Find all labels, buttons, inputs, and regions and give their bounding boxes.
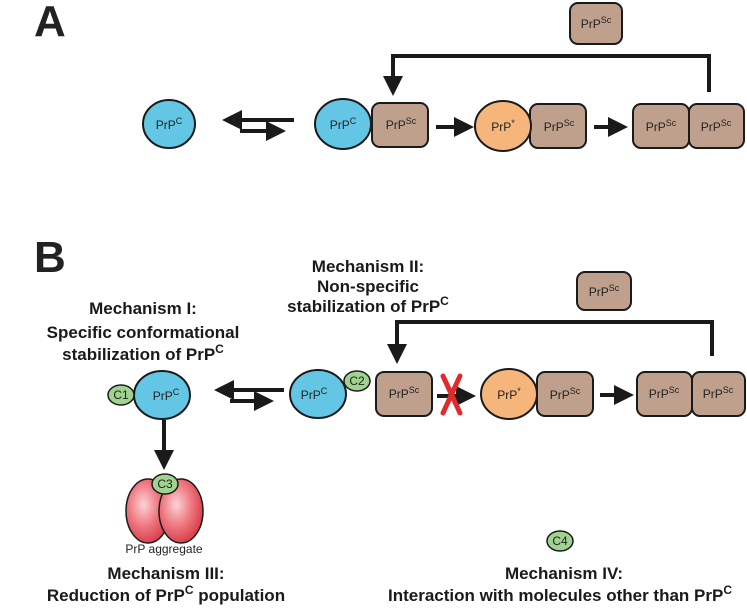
svg-text:PrPSc: PrPSc bbox=[581, 15, 612, 31]
mechanism-3-text: Mechanism III: Reduction of PrPC populat… bbox=[47, 564, 285, 605]
panel-b-prpstar-prpsc-complex: PrP* PrPSc bbox=[480, 368, 594, 420]
compound-c4: C4 bbox=[552, 534, 568, 548]
aggregate-label: PrP aggregate bbox=[125, 542, 202, 556]
svg-text:PrPSc: PrPSc bbox=[703, 385, 734, 401]
svg-text:Reduction of PrPC population: Reduction of PrPC population bbox=[47, 583, 285, 605]
compound-c3: C3 bbox=[157, 477, 173, 491]
svg-text:Specific conformational: Specific conformational bbox=[47, 323, 240, 342]
panel-b-label: B bbox=[34, 233, 66, 282]
svg-text:PrPSc: PrPSc bbox=[589, 283, 620, 299]
panel-a-prpsc-top: PrPSc bbox=[569, 2, 623, 45]
panel-a-label: A bbox=[34, 0, 66, 46]
svg-text:PrPC: PrPC bbox=[153, 387, 180, 403]
mechanism-4-text: Mechanism IV: Interaction with molecules… bbox=[388, 564, 732, 605]
panel-b-prpsc-top: PrPSc bbox=[576, 271, 632, 311]
panel-b-prpc-c2: PrPC C2 bbox=[289, 369, 371, 419]
compound-c2: C2 bbox=[349, 374, 365, 388]
panel-a-prpsc-dimer: PrPSc PrPSc bbox=[632, 103, 745, 149]
mechanism-2-text: Mechanism II: Non-specific stabilization… bbox=[287, 257, 449, 316]
mechanism-1-text: Mechanism I: Specific conformational sta… bbox=[47, 299, 240, 364]
panel-b-equilibrium-arrows bbox=[214, 380, 284, 411]
svg-text:stabilization of PrPC: stabilization of PrPC bbox=[62, 342, 224, 364]
svg-text:Mechanism I:: Mechanism I: bbox=[89, 299, 197, 318]
panel-b-prpsc-dimer: PrPSc PrPSc bbox=[636, 371, 746, 417]
block-x-icon bbox=[440, 373, 463, 416]
svg-text:PrPSc: PrPSc bbox=[550, 386, 581, 402]
svg-text:PrPSc: PrPSc bbox=[544, 118, 575, 134]
svg-text:PrPSc: PrPSc bbox=[386, 116, 417, 132]
panel-a-recruit-bracket bbox=[383, 54, 711, 96]
svg-text:PrP*: PrP* bbox=[491, 118, 515, 134]
svg-text:Non-specific: Non-specific bbox=[317, 277, 419, 296]
panel-b-prpc-c1: PrPC C1 bbox=[107, 370, 191, 420]
svg-text:PrPC: PrPC bbox=[330, 116, 357, 132]
panel-a-prpc-prpsc-complex: PrPC PrPSc bbox=[314, 98, 429, 150]
svg-text:PrPSc: PrPSc bbox=[389, 385, 420, 401]
svg-text:PrPSc: PrPSc bbox=[649, 385, 680, 401]
svg-text:PrPSc: PrPSc bbox=[701, 118, 732, 134]
svg-text:PrPC: PrPC bbox=[156, 116, 183, 132]
svg-text:PrPC: PrPC bbox=[301, 386, 328, 402]
panel-a-prpc: PrPC bbox=[142, 99, 196, 149]
svg-text:Mechanism IV:: Mechanism IV: bbox=[505, 564, 623, 583]
svg-text:stabilization of PrPC: stabilization of PrPC bbox=[287, 294, 449, 316]
blocked-conversion-arrow bbox=[437, 373, 476, 416]
svg-text:PrPSc: PrPSc bbox=[646, 118, 677, 134]
compound-c1: C1 bbox=[113, 388, 129, 402]
panel-a-prpstar-prpsc-complex: PrP* PrPSc bbox=[474, 100, 587, 152]
svg-text:Mechanism III:: Mechanism III: bbox=[107, 564, 224, 583]
panel-b-prpsc-single: PrPSc bbox=[375, 371, 433, 417]
svg-text:Mechanism II:: Mechanism II: bbox=[312, 257, 424, 276]
compound-c4-badge: C4 bbox=[546, 530, 574, 552]
prp-aggregate: C3 bbox=[125, 473, 204, 544]
svg-text:PrP*: PrP* bbox=[497, 386, 521, 402]
panel-b-recruit-bracket bbox=[387, 320, 714, 364]
panel-a-equilibrium-arrows bbox=[222, 110, 294, 141]
svg-text:Interaction with molecules oth: Interaction with molecules other than Pr… bbox=[388, 583, 732, 605]
